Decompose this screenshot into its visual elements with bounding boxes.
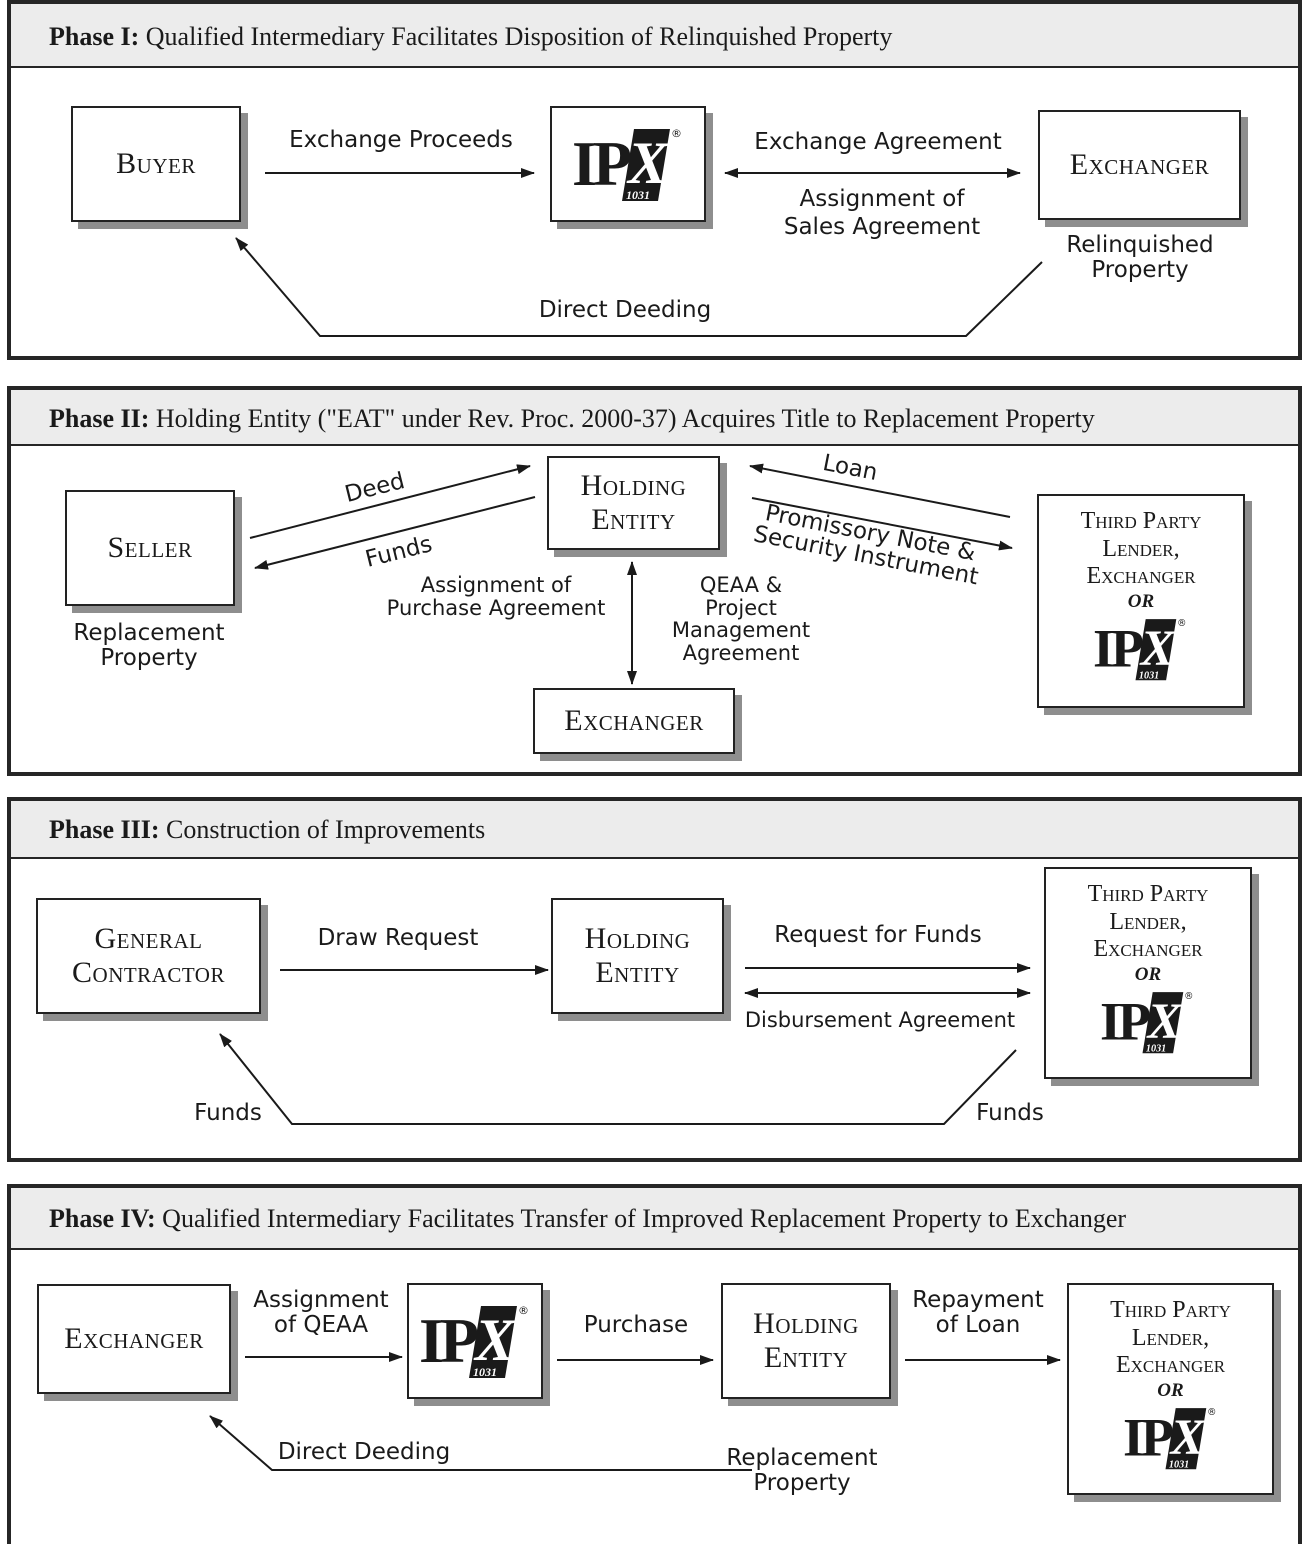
or-label-phase-4: OR	[1157, 1379, 1184, 1401]
ipx-logo-registered: ®	[1185, 990, 1194, 1001]
holding-entity-label-phase-3: Holding Entity	[584, 921, 691, 990]
ipx-logo-letters: IP	[1100, 991, 1150, 1051]
label-qeaa: QEAA & Project Management Agreement	[671, 573, 811, 666]
ipx-logo-block	[1165, 1407, 1207, 1469]
label-direct-deeding-4: Direct Deeding	[277, 1439, 451, 1465]
lender-label-phase-2: Third Party Lender, Exchanger	[1080, 508, 1202, 590]
seller-label: Seller	[107, 530, 193, 564]
phase-4-label: Phase IV:	[49, 1204, 156, 1233]
phase-1-title: Qualified Intermediary Facilitates Dispo…	[145, 22, 893, 51]
ipx-logo-registered: ®	[671, 127, 682, 140]
phase-3-label: Phase III:	[49, 815, 160, 844]
holding-entity-box-phase-3: Holding Entity	[551, 898, 724, 1014]
lender-label-phase-3: Third Party Lender, Exchanger	[1087, 881, 1209, 963]
ipx-logo-letters: IP	[572, 128, 631, 199]
ipx-logo-block	[622, 129, 670, 201]
buyer-box: Buyer	[71, 106, 241, 222]
label-assignment-sales: Assignment of Sales Agreement	[783, 186, 981, 240]
ipx-logo-x: X	[1169, 1410, 1207, 1466]
or-label-phase-2: OR	[1127, 590, 1155, 612]
ipx-logo-registered: ®	[1178, 617, 1187, 628]
ipx-logo-letters: IP	[1093, 618, 1143, 678]
seller-box: Seller	[65, 490, 235, 606]
label-funds-left: Funds	[194, 1100, 262, 1126]
phase-4-header: Phase IV: Qualified Intermediary Facilit…	[11, 1188, 1298, 1250]
phase-2-header: Phase II: Holding Entity ("EAT" under Re…	[11, 390, 1298, 446]
ipx-logo-sub: 1031	[473, 1365, 497, 1379]
ipx-logo-registered: ®	[518, 1304, 529, 1317]
exchanger-label-phase-1: Exchanger	[1069, 147, 1210, 181]
ipx-logo-x: X	[1146, 994, 1184, 1050]
ipx-logo-letters: IP	[1123, 1407, 1173, 1467]
ipx-logo-block	[1142, 991, 1184, 1053]
general-contractor-label: General Contractor	[72, 921, 225, 990]
ipx-logo-letters: IP	[419, 1305, 478, 1376]
label-exchange-agreement: Exchange Agreement	[754, 129, 1002, 155]
label-funds-right: Funds	[976, 1100, 1044, 1126]
holding-entity-label-phase-4: Holding Entity	[753, 1306, 859, 1375]
label-relinquished-property: Relinquished Property	[1066, 232, 1214, 283]
ipx-logo-sub: 1031	[1146, 1043, 1166, 1054]
or-label-phase-3: OR	[1134, 963, 1162, 985]
holding-entity-label-phase-2: Holding Entity	[580, 468, 687, 537]
phase-1-header: Phase I: Qualified Intermediary Facilita…	[11, 4, 1298, 68]
ipx-logo-registered: ®	[1207, 1406, 1216, 1417]
label-direct-deeding-1: Direct Deeding	[538, 297, 712, 323]
phase-2-label: Phase II:	[49, 404, 150, 433]
exchanger-label-phase-4: Exchanger	[64, 1321, 204, 1355]
label-purchase: Purchase	[583, 1312, 689, 1338]
ipx-logo-sub: 1031	[626, 188, 650, 202]
label-replacement-property-4: Replacement Property	[726, 1445, 878, 1497]
phase-3-header: Phase III: Construction of Improvements	[11, 801, 1298, 859]
ipx-logo-x: X	[473, 1307, 517, 1373]
ipx-logo-block	[469, 1306, 517, 1378]
lender-label-phase-4: Third Party Lender, Exchanger	[1110, 1297, 1231, 1379]
exchanger-box-phase-2: Exchanger	[533, 688, 735, 754]
ipx-logo-x: X	[626, 130, 670, 196]
exchanger-label-phase-2: Exchanger	[564, 703, 704, 737]
phase-4-title: Qualified Intermediary Facilitates Trans…	[162, 1204, 1127, 1233]
exchanger-box-phase-1: Exchanger	[1038, 110, 1241, 220]
ipx-logo-sub: 1031	[1139, 670, 1159, 681]
label-assignment-purchase: Assignment of Purchase Agreement	[386, 573, 606, 620]
ipx-logo-block	[1135, 618, 1177, 680]
phase-3-title: Construction of Improvements	[166, 815, 486, 844]
label-disbursement: Disbursement Agreement	[744, 1008, 1016, 1032]
holding-entity-box-phase-2: Holding Entity	[547, 456, 720, 550]
exchanger-box-phase-4: Exchanger	[37, 1284, 231, 1394]
phase-1-label: Phase I:	[49, 22, 140, 51]
label-replacement-property-2: Replacement Property	[73, 620, 225, 671]
phase-2-title: Holding Entity ("EAT" under Rev. Proc. 2…	[155, 404, 1095, 433]
ipx-logo-sub: 1031	[1169, 1459, 1189, 1470]
general-contractor-box: General Contractor	[36, 898, 261, 1014]
label-exchange-proceeds: Exchange Proceeds	[289, 127, 513, 153]
label-request-funds: Request for Funds	[774, 922, 982, 948]
holding-entity-box-phase-4: Holding Entity	[721, 1283, 891, 1399]
label-repayment: Repayment of Loan	[912, 1287, 1044, 1339]
label-assignment-qeaa: Assignment of QEAA	[253, 1287, 389, 1339]
ipx-logo-x: X	[1139, 621, 1177, 677]
label-draw-request: Draw Request	[317, 925, 479, 951]
buyer-label: Buyer	[116, 146, 196, 180]
